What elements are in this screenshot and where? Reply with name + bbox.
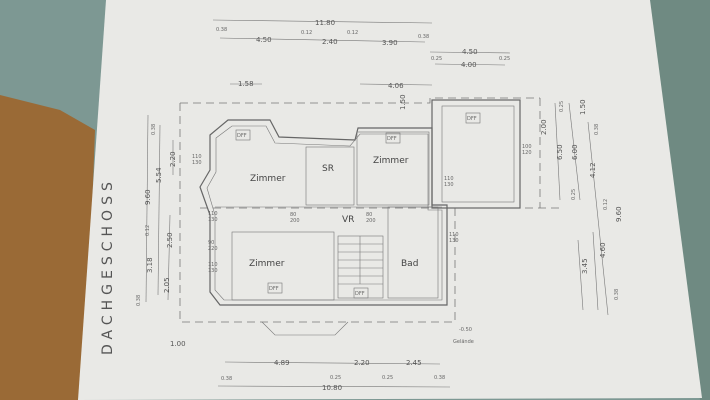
dimension-label: 2.45	[406, 359, 422, 367]
dimension-label: 0.12	[603, 199, 609, 210]
dimension-label: 6.50	[556, 144, 564, 160]
dimension-label: 3.18	[146, 257, 154, 273]
dimension-label: 4.60	[599, 242, 607, 258]
dimension-label: 2.00	[540, 119, 548, 135]
window-height: 130	[208, 217, 218, 223]
level-marker: -0.50	[459, 327, 472, 333]
dimension-label: 0.38	[594, 124, 600, 135]
door-width: 80	[290, 212, 296, 218]
dimension-label: 4.89	[274, 359, 290, 367]
dimensions-top: 11.80 0.38 4.50 0.12 2.40 0.12 3.90 0.38…	[216, 19, 510, 110]
skylight-icon	[267, 282, 283, 294]
carpet-right	[650, 0, 710, 400]
dimension-label: 2.50	[166, 232, 174, 248]
dimension-label: 0.38	[136, 295, 142, 306]
door-width: 90	[208, 240, 214, 246]
dimensions-bottom: 4.89 2.20 2.45 0.38 0.25 0.25 0.38 10.80…	[221, 327, 474, 392]
opening-labels: 110 130 110 130 90 220 110 130 80 200 80…	[192, 144, 532, 274]
skylight-icon	[385, 132, 401, 144]
dimension-label: 4.12	[589, 162, 597, 178]
room-zimmer-bottom: Zimmer	[249, 259, 285, 269]
door-width: 80	[366, 212, 372, 218]
dimension-label: 6.00	[571, 144, 579, 160]
wooden-floor	[0, 95, 95, 400]
window-height: 130	[208, 268, 218, 274]
room-zimmer-right: Zimmer	[373, 156, 409, 166]
window-width: 110	[192, 154, 202, 160]
skylight-icon	[353, 287, 369, 299]
dimension-label: 0.38	[216, 27, 227, 33]
dimension-label: 0.25	[499, 56, 510, 62]
skylight-label: DFF	[355, 291, 365, 297]
dimension-label: 4.06	[388, 82, 404, 90]
dimension-label: 1.50	[579, 99, 587, 115]
dimension-label: 0.38	[221, 376, 232, 382]
skylight-icon	[465, 112, 481, 124]
dimension-label: 0.12	[301, 30, 312, 36]
dimension-label: 3.90	[382, 39, 398, 47]
dimension-label: 0.25	[431, 56, 442, 62]
room-zimmer-left: Zimmer	[250, 174, 286, 184]
window-width: 110	[208, 211, 218, 217]
door-height: 220	[208, 246, 218, 252]
dimension-label: 0.12	[347, 30, 358, 36]
dimension-label: 0.25	[382, 375, 393, 381]
dimension-label: 9.60	[615, 206, 623, 222]
door-height: 200	[290, 218, 300, 224]
dimension-label: 2.20	[354, 359, 370, 367]
dimension-label: 0.25	[571, 189, 577, 200]
dimension-label: 3.45	[581, 258, 589, 274]
staircase	[338, 236, 383, 285]
skylight-label: DFF	[269, 286, 279, 292]
floor-plan-walls	[199, 99, 521, 306]
skylight-label: DFF	[467, 116, 477, 122]
room-bad: Bad	[401, 259, 418, 269]
skylight-icon	[235, 129, 251, 141]
window-height: 120	[522, 150, 532, 156]
dimension-label: 5.54	[155, 167, 163, 183]
door-height: 200	[366, 218, 376, 224]
level-label: Gelände	[453, 339, 474, 345]
dimension-label: 0.25	[559, 101, 565, 112]
dimension-label: 2.40	[322, 38, 338, 46]
dimension-label: 0.38	[434, 375, 445, 381]
dimension-label: 2.05	[163, 277, 171, 293]
room-sr: SR	[322, 164, 334, 174]
dimensions-left: 9.60 0.38 5.54 2.20 0.12 2.50 3.18 2.05 …	[136, 124, 186, 348]
skylight-label: DFF	[237, 133, 247, 139]
dimension-label: 4.50	[462, 48, 478, 56]
dimension-label: 2.20	[169, 151, 177, 167]
dimensions-right: 2.00 0.25 6.50 6.00 1.50 0.38 4.12 0.25 …	[540, 99, 623, 300]
window-width: 110	[208, 262, 218, 268]
dimension-label: 0.38	[614, 289, 620, 300]
dimension-label: 1.50	[399, 94, 407, 110]
dimension-label: 0.12	[145, 225, 151, 236]
drawing-title: DACHGESCHOSS	[100, 177, 116, 355]
dimension-label: 11.80	[315, 19, 335, 27]
window-height: 130	[444, 182, 454, 188]
window-width: 110	[444, 176, 454, 182]
dimension-label: 4.50	[256, 36, 272, 44]
dimension-label: 9.60	[144, 189, 152, 205]
skylight-label: DFF	[387, 136, 397, 142]
dimension-label: 4.00	[461, 61, 477, 69]
dimension-label: 1.00	[170, 340, 186, 348]
dimension-label: 1.58	[238, 80, 254, 88]
dimension-label: 0.25	[330, 375, 341, 381]
window-width: 100	[522, 144, 532, 150]
dimension-label: 0.38	[151, 124, 157, 135]
dimension-label: 0.38	[418, 34, 429, 40]
window-height: 130	[192, 160, 202, 166]
room-labels: Zimmer SR Zimmer VR Zimmer Bad DFF DFF D…	[237, 116, 477, 297]
window-width: 110	[449, 232, 459, 238]
dimension-lines	[145, 19, 609, 388]
room-vr: VR	[342, 215, 354, 225]
window-height: 130	[449, 238, 459, 244]
dimension-label: 10.80	[322, 384, 342, 392]
